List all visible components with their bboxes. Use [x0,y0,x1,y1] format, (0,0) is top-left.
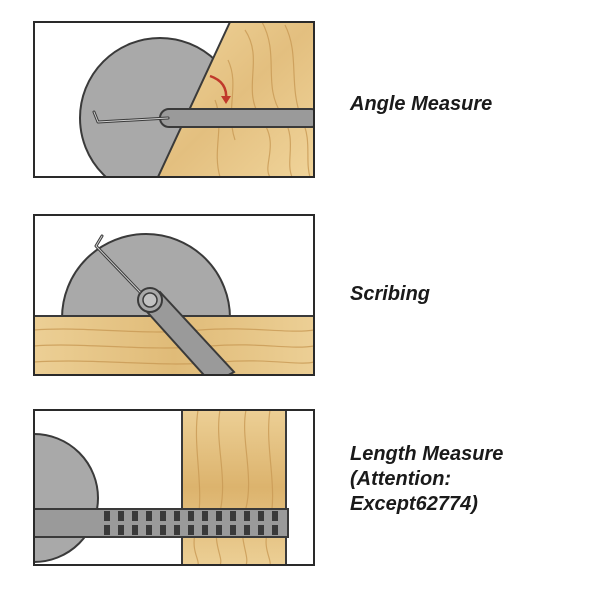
caption-scribing: Scribing [350,282,430,307]
caption-line: (Attention: [350,468,452,490]
caption-line: Angle Measure [350,93,493,115]
angle-panel-frame [33,21,315,178]
caption-line: Length Measure [350,443,504,465]
scribing-panel-frame [33,214,315,376]
caption-line: Scribing [350,283,431,305]
wood-block [181,410,287,565]
caption-line: Except62774) [350,493,478,515]
caption-length-measure: Length Measure (Attention: Except62774) [350,442,503,517]
length-panel-frame [33,409,315,566]
blade-notches [104,511,278,535]
caption-angle-measure: Angle Measure [350,92,492,117]
